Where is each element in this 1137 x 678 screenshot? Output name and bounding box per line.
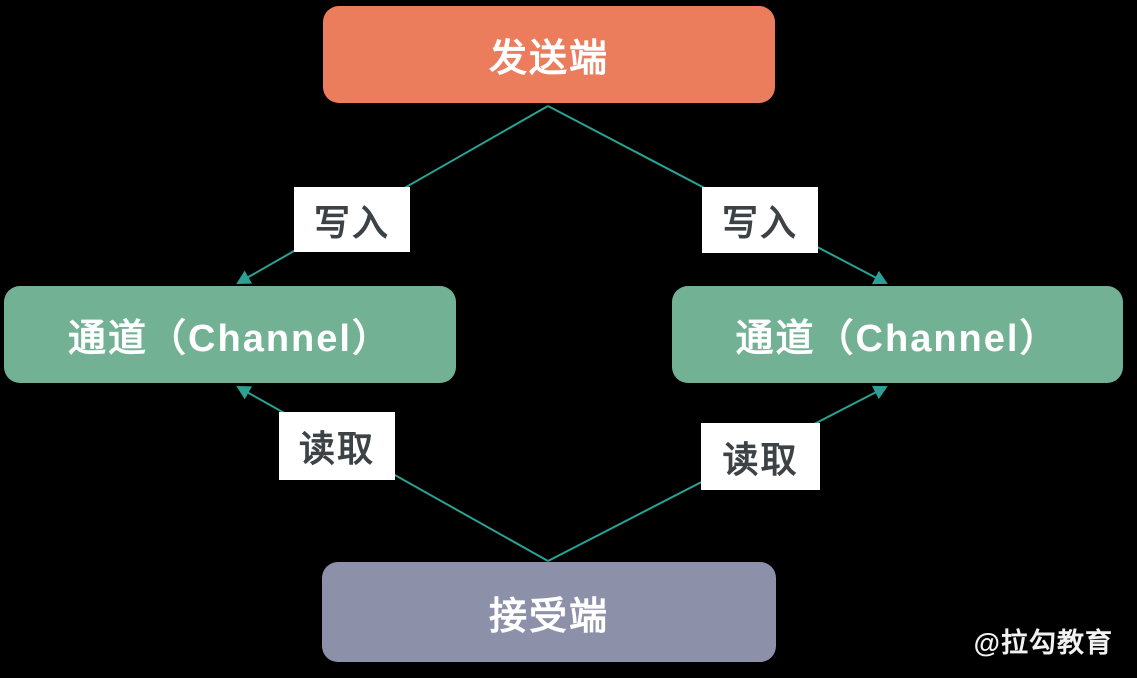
sender-node: 发送端 [323, 6, 775, 103]
channel-right-node-label: 通道（Channel） [735, 318, 1060, 360]
read-left-edge-label-text: 读取 [298, 428, 375, 469]
channel-right-node: 通道（Channel） [672, 286, 1123, 383]
channel-left-node: 通道（Channel） [4, 286, 456, 383]
sender-node-label: 发送端 [488, 38, 609, 80]
watermark: @拉勾教育 [973, 628, 1113, 658]
write-left-edge-label-text: 写入 [313, 201, 390, 243]
write-right-edge-label-text: 写入 [721, 202, 798, 243]
receiver-node: 接受端 [322, 562, 776, 662]
write-left-edge-label: 写入 [294, 187, 410, 252]
read-right-edge-label: 读取 [701, 423, 820, 490]
read-right-edge-label-text: 读取 [722, 438, 799, 480]
read-left-edge-label: 读取 [279, 412, 395, 480]
channel-left-node-label: 通道（Channel） [68, 318, 392, 360]
receiver-node-label: 接受端 [488, 595, 609, 638]
write-right-edge-label: 写入 [702, 187, 818, 253]
